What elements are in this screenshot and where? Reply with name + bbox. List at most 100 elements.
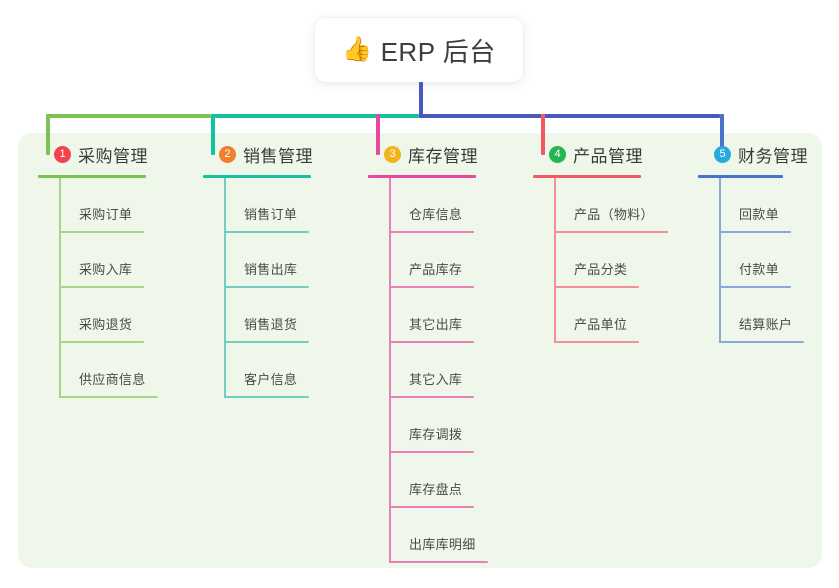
root-node-label: 👍 ERP 后台 (342, 32, 496, 69)
branch-number-badge: 1 (54, 145, 71, 163)
leaf-node-label: 结算账户 (739, 317, 793, 332)
leaf-node-underline (554, 231, 668, 233)
branch-header-4[interactable]: 4 产品管理 (533, 142, 681, 166)
leaf-node[interactable]: 采购退货 (59, 288, 186, 343)
leaf-node[interactable]: 回款单 (719, 178, 823, 233)
leaf-node-underline (59, 396, 158, 398)
branch-title: 库存管理 (408, 146, 478, 166)
leaf-node-label: 销售出库 (244, 262, 298, 277)
leaf-node[interactable]: 其它入库 (389, 343, 516, 398)
leaf-node-label: 采购退货 (79, 317, 133, 332)
leaf-node[interactable]: 结算账户 (719, 288, 823, 343)
leaf-node[interactable]: 产品单位 (554, 288, 681, 343)
branch-underline (533, 175, 641, 178)
leaf-node-label: 付款单 (739, 262, 779, 277)
branch-产品管理[interactable]: 4 产品管理产品（物料） 产品分类产品单位 (533, 142, 681, 343)
leaf-node[interactable]: 付款单 (719, 233, 823, 288)
leaf-node[interactable]: 库存调拨 (389, 398, 516, 453)
branch-采购管理[interactable]: 1 采购管理采购订单采购入库采购退货供应商信息 (38, 142, 186, 398)
branch-underline (203, 175, 311, 178)
leaf-node[interactable]: 产品库存 (389, 233, 516, 288)
leaf-node-label: 出库库明细 (409, 537, 476, 552)
leaf-node[interactable]: 库存盘点 (389, 453, 516, 508)
leaf-node-underline (389, 286, 474, 288)
leaf-node[interactable]: 客户信息 (224, 343, 351, 398)
leaf-node-label: 产品库存 (409, 262, 463, 277)
leaf-node-underline (224, 231, 309, 233)
leaf-node-label: 采购订单 (79, 207, 133, 222)
branch-children: 销售订单销售出库销售退货客户信息 (224, 178, 351, 398)
leaf-node-label: 供应商信息 (79, 372, 146, 387)
branch-number-badge: 3 (384, 145, 401, 163)
leaf-node-label: 回款单 (739, 207, 779, 222)
leaf-node-underline (389, 231, 474, 233)
leaf-node[interactable]: 销售退货 (224, 288, 351, 343)
root-node-text: ERP 后台 (380, 36, 496, 67)
branches-panel (18, 133, 822, 568)
leaf-node[interactable]: 供应商信息 (59, 343, 186, 398)
leaf-node-label: 其它出库 (409, 317, 463, 332)
branch-number-badge: 2 (219, 145, 236, 163)
leaf-node-label: 库存盘点 (409, 482, 463, 497)
leaf-node-label: 产品（物料） (574, 207, 654, 222)
branch-header-3[interactable]: 3 库存管理 (368, 142, 516, 166)
leaf-node[interactable]: 其它出库 (389, 288, 516, 343)
branch-children: 产品（物料） 产品分类产品单位 (554, 178, 681, 343)
branch-drop-connector-5 (720, 114, 724, 155)
leaf-node-label: 客户信息 (244, 372, 298, 387)
leaf-node-underline (389, 396, 474, 398)
leaf-node-underline (389, 451, 474, 453)
leaf-node-underline (719, 341, 804, 343)
leaf-node-underline (554, 286, 639, 288)
leaf-node[interactable]: 产品（物料） (554, 178, 681, 233)
leaf-node-underline (719, 286, 791, 288)
branch-number-badge: 4 (549, 145, 566, 163)
leaf-node-label: 产品分类 (574, 262, 628, 277)
leaf-node-underline (389, 341, 474, 343)
leaf-node-underline (224, 341, 309, 343)
leaf-node[interactable]: 销售出库 (224, 233, 351, 288)
leaf-node-underline (719, 231, 791, 233)
leaf-node[interactable]: 采购入库 (59, 233, 186, 288)
branch-库存管理[interactable]: 3 库存管理仓库信息产品库存其它出库其它入库库存调拨库存盘点出库库明细 (368, 142, 516, 563)
branch-spine (224, 178, 226, 398)
thumbs-up-icon: 👍 (342, 36, 373, 63)
branch-underline (368, 175, 476, 178)
branch-title: 财务管理 (738, 146, 808, 166)
leaf-node-label: 产品单位 (574, 317, 628, 332)
branch-drop-connector-1 (46, 114, 50, 155)
branch-drop-connector-4 (541, 114, 545, 155)
branch-title: 产品管理 (573, 146, 643, 166)
branch-drop-connector-2 (211, 114, 215, 155)
leaf-node-label: 销售退货 (244, 317, 298, 332)
leaf-node[interactable]: 出库库明细 (389, 508, 516, 563)
leaf-node-label: 采购入库 (79, 262, 133, 277)
leaf-node-label: 其它入库 (409, 372, 463, 387)
leaf-node-underline (389, 506, 474, 508)
connector-segment-1 (46, 114, 211, 118)
leaf-node-label: 仓库信息 (409, 207, 463, 222)
root-stem-connector (419, 82, 423, 118)
leaf-node-underline (224, 396, 309, 398)
leaf-node-underline (224, 286, 309, 288)
branch-spine (554, 178, 556, 343)
branch-title: 采购管理 (78, 146, 148, 166)
branch-spine (719, 178, 721, 343)
branch-header-5[interactable]: 5 财务管理 (698, 142, 823, 166)
leaf-node-underline (59, 231, 144, 233)
branch-number-badge: 5 (714, 145, 731, 163)
leaf-node[interactable]: 产品分类 (554, 233, 681, 288)
leaf-node[interactable]: 销售订单 (224, 178, 351, 233)
branch-header-1[interactable]: 1 采购管理 (38, 142, 186, 166)
branch-财务管理[interactable]: 5 财务管理回款单付款单结算账户 (698, 142, 823, 343)
leaf-node-label: 销售订单 (244, 207, 298, 222)
root-node[interactable]: 👍 ERP 后台 (315, 18, 523, 82)
leaf-node[interactable]: 采购订单 (59, 178, 186, 233)
branch-children: 回款单付款单结算账户 (719, 178, 823, 343)
leaf-node[interactable]: 仓库信息 (389, 178, 516, 233)
connector-segment-2 (211, 114, 419, 118)
branch-drop-connector-3 (376, 114, 380, 155)
